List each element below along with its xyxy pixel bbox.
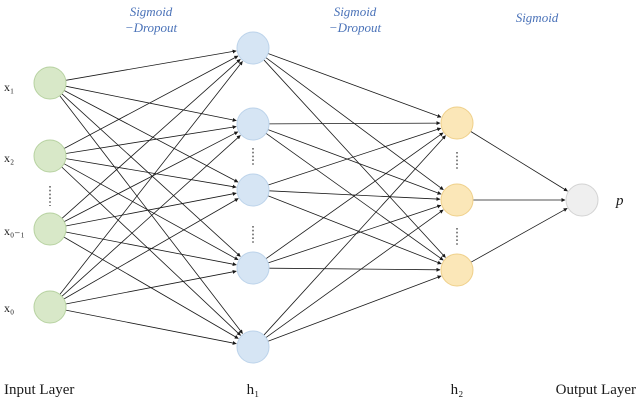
- edge-input-3-to-hidden1-1: [61, 59, 241, 219]
- edge-input-4-to-hidden1-4: [65, 269, 237, 305]
- edge-input-4-to-hidden1-5: [65, 309, 237, 345]
- edge-input-1-to-hidden1-5: [59, 95, 243, 334]
- edge-input-4-to-hidden1-3: [63, 198, 239, 300]
- activation-3: Sigmoid: [516, 10, 559, 25]
- edge-input-4-to-hidden1-2: [61, 135, 241, 297]
- activation-1-line1: Sigmoid: [130, 4, 173, 19]
- connection-edges: [59, 49, 568, 345]
- edge-hidden1-3-to-hidden2-2: [268, 190, 441, 202]
- edge-input-1-to-hidden1-2: [65, 85, 237, 122]
- input-label-xn-1: x₀₋₁: [4, 224, 25, 238]
- input-label-x1: x₁: [4, 80, 14, 94]
- edge-hidden2-3-to-output-1: [470, 207, 568, 263]
- edge-input-4-to-hidden1-1: [59, 61, 243, 295]
- hidden2-node-2: [440, 183, 474, 217]
- edge-hidden1-3-to-hidden2-3: [267, 195, 442, 265]
- edge-input-1-to-hidden1-4: [61, 93, 241, 257]
- input-label-xn: x₀: [4, 301, 14, 315]
- output-node-1: [565, 183, 599, 217]
- edge-input-1-to-hidden1-3: [64, 90, 239, 183]
- activation-2-line2: −Dropout: [329, 20, 382, 35]
- hidden2-node-1: [440, 106, 474, 140]
- edge-input-2-to-hidden1-3: [65, 158, 237, 189]
- output-symbol-p: p: [615, 193, 624, 209]
- edge-hidden1-2-to-hidden2-1: [268, 121, 441, 126]
- hidden-layer-2-label: h₂: [451, 382, 464, 398]
- hidden-layer-1-label: h₁: [247, 382, 260, 398]
- edge-input-2-to-hidden1-2: [65, 125, 237, 154]
- input-layer-label: Input Layer: [4, 382, 74, 398]
- edge-hidden1-5-to-hidden2-3: [267, 275, 442, 342]
- input-label-x2: x₂: [4, 151, 14, 165]
- edge-hidden1-3-to-hidden2-1: [268, 127, 442, 186]
- network-nodes: [33, 31, 599, 364]
- hidden1-node-4: [236, 251, 270, 285]
- edge-input-2-to-hidden1-5: [61, 166, 241, 336]
- hidden1-node-5: [236, 330, 270, 364]
- edge-hidden1-5-to-hidden2-1: [263, 135, 446, 336]
- input-node-2: [33, 139, 67, 173]
- edge-input-1-to-hidden1-1: [65, 49, 237, 81]
- edge-input-3-to-hidden1-2: [64, 131, 239, 222]
- hidden1-node-2: [236, 107, 270, 141]
- edge-hidden1-4-to-hidden2-1: [265, 132, 444, 260]
- edge-hidden1-4-to-hidden2-2: [268, 204, 442, 264]
- output-layer-label: Output Layer: [556, 382, 636, 398]
- edge-hidden1-4-to-hidden2-3: [268, 267, 441, 272]
- edge-input-2-to-hidden1-4: [63, 163, 239, 261]
- edge-input-3-to-hidden1-3: [65, 191, 237, 227]
- activation-2-line1: Sigmoid: [334, 4, 377, 19]
- input-node-3: [33, 212, 67, 246]
- edge-hidden2-1-to-output-1: [470, 131, 568, 192]
- edge-hidden1-1-to-hidden2-1: [267, 53, 442, 118]
- input-node-1: [33, 66, 67, 100]
- hidden1-node-3: [236, 173, 270, 207]
- input-node-4: [33, 290, 67, 324]
- edge-hidden1-5-to-hidden2-2: [265, 209, 444, 338]
- edge-hidden1-2-to-hidden2-2: [267, 129, 442, 195]
- hidden1-node-1: [236, 31, 270, 65]
- activation-1-line2: −Dropout: [125, 20, 178, 35]
- edge-hidden1-1-to-hidden2-3: [263, 59, 446, 258]
- edge-input-2-to-hidden1-1: [63, 55, 239, 149]
- hidden2-node-3: [440, 253, 474, 287]
- edge-hidden1-2-to-hidden2-3: [265, 132, 444, 261]
